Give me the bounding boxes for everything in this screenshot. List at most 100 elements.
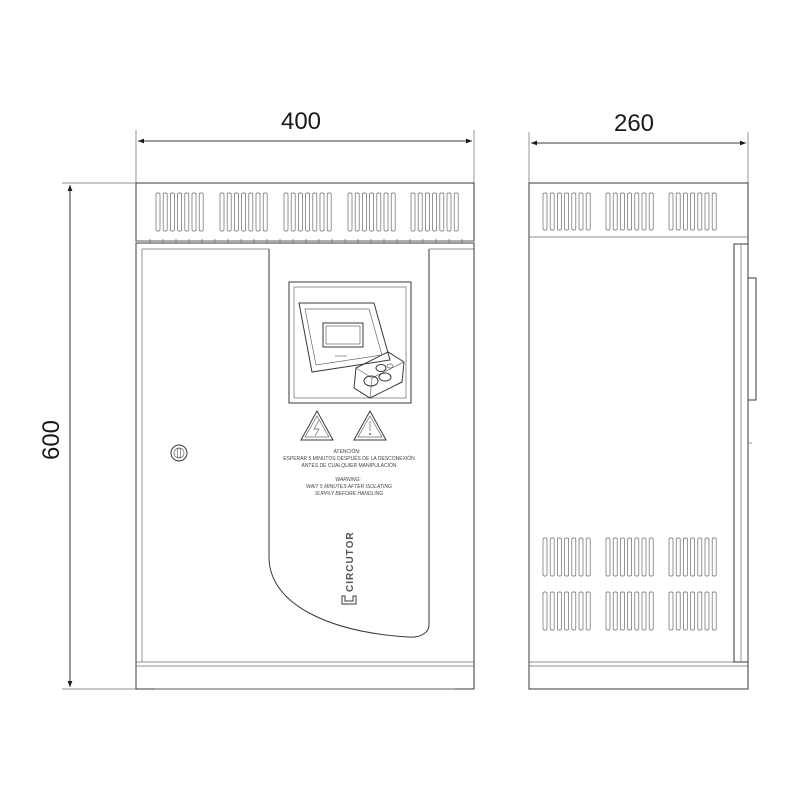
vent-slot bbox=[155, 192, 161, 232]
side-vents bbox=[542, 192, 717, 631]
vent-slot bbox=[627, 192, 632, 231]
dimension-depth: 260 bbox=[528, 110, 749, 183]
vent-slot bbox=[668, 537, 674, 577]
vent-slot bbox=[234, 192, 239, 232]
vent-slot bbox=[542, 591, 548, 631]
vent-slot bbox=[571, 192, 577, 231]
vent-slot bbox=[383, 192, 389, 232]
warning-notice: ATENCIÓN: ESPERAR 5 MINUTOS DESPUÉS DE L… bbox=[283, 448, 415, 497]
vent-slot bbox=[690, 591, 695, 631]
vent-slot bbox=[177, 192, 182, 232]
warning-en-title: WARNING: bbox=[335, 477, 361, 483]
vent-slot bbox=[668, 192, 674, 231]
vent-slot bbox=[542, 537, 548, 577]
vent-slot bbox=[564, 537, 569, 577]
vent-slot bbox=[578, 537, 584, 577]
vent-slot bbox=[634, 591, 640, 631]
vent-slot bbox=[634, 192, 640, 231]
front-top-vents bbox=[155, 192, 459, 232]
vent-slot bbox=[446, 192, 452, 232]
vent-slot bbox=[648, 537, 654, 577]
vent-slot bbox=[697, 192, 703, 231]
vent-slot bbox=[683, 537, 688, 577]
vent-slot bbox=[312, 192, 318, 232]
vent-slot bbox=[620, 591, 625, 631]
vent-slot bbox=[675, 192, 681, 231]
vent-slot bbox=[675, 537, 681, 577]
vent-slot bbox=[347, 192, 353, 232]
dimension-width: 400 bbox=[135, 108, 475, 183]
vent-slot bbox=[549, 537, 555, 577]
vent-slot bbox=[627, 537, 632, 577]
vent-slot bbox=[319, 192, 325, 232]
warning-es-title: ATENCIÓN: bbox=[334, 448, 361, 455]
vent-slot bbox=[262, 192, 268, 232]
vent-slot bbox=[564, 192, 569, 231]
vent-slot bbox=[255, 192, 261, 232]
vent-slot bbox=[564, 591, 569, 631]
dimension-width-label: 400 bbox=[281, 108, 321, 135]
vent-slot bbox=[683, 192, 688, 231]
vent-slot bbox=[620, 192, 625, 231]
vent-slot bbox=[711, 192, 717, 231]
vent-slot bbox=[362, 192, 367, 232]
vent-slot bbox=[162, 192, 168, 232]
display-frame bbox=[288, 281, 412, 404]
vent-slot bbox=[668, 591, 674, 631]
vent-slot bbox=[697, 591, 703, 631]
vent-slot bbox=[369, 192, 374, 232]
front-top-ticks bbox=[149, 239, 463, 244]
dimension-height: 600 bbox=[38, 182, 136, 690]
vent-slot bbox=[585, 537, 591, 577]
vent-slot bbox=[605, 537, 611, 577]
front-view: ATENCIÓN: ESPERAR 5 MINUTOS DESPUÉS DE L… bbox=[135, 182, 475, 690]
vent-slot bbox=[648, 591, 654, 631]
vent-slot bbox=[241, 192, 246, 232]
vent-slot bbox=[283, 192, 289, 232]
vent-slot bbox=[641, 537, 647, 577]
vent-slot bbox=[634, 537, 640, 577]
vent-slot bbox=[390, 192, 396, 232]
vent-slot bbox=[641, 591, 647, 631]
vent-slot bbox=[326, 192, 332, 232]
warning-es-line2: ANTES DE CUALQUIER MANIPULACIÓN bbox=[301, 462, 396, 469]
vent-slot bbox=[648, 192, 654, 231]
vent-slot bbox=[612, 537, 618, 577]
vent-slot bbox=[585, 192, 591, 231]
vent-slot bbox=[290, 192, 296, 232]
vent-slot bbox=[697, 537, 703, 577]
vent-slot bbox=[298, 192, 303, 232]
vent-slot bbox=[557, 537, 562, 577]
vent-slot bbox=[226, 192, 232, 232]
vent-slot bbox=[453, 192, 459, 232]
vent-slot bbox=[641, 192, 647, 231]
vent-slot bbox=[605, 192, 611, 231]
vent-slot bbox=[425, 192, 430, 232]
dimension-height-label: 600 bbox=[38, 420, 65, 460]
vent-slot bbox=[578, 192, 584, 231]
caution-icon bbox=[353, 409, 387, 441]
vent-slot bbox=[612, 591, 618, 631]
vent-slot bbox=[605, 591, 611, 631]
vent-slot bbox=[191, 192, 197, 232]
side-view bbox=[528, 182, 757, 690]
vent-slot bbox=[683, 591, 688, 631]
vent-slot bbox=[578, 591, 584, 631]
vent-slot bbox=[410, 192, 416, 232]
vent-slot bbox=[690, 537, 695, 577]
vent-slot bbox=[184, 192, 190, 232]
vent-slot bbox=[248, 192, 254, 232]
vent-slot bbox=[354, 192, 360, 232]
lock-icon bbox=[170, 444, 188, 462]
warning-en-line2: SUPPLY BEFORE HANDLING bbox=[315, 491, 383, 497]
vent-slot bbox=[620, 537, 625, 577]
warning-es-line1: ESPERAR 5 MINUTOS DESPUÉS DE LA DESCONEX… bbox=[283, 455, 415, 462]
vent-slot bbox=[376, 192, 382, 232]
vent-slot bbox=[704, 537, 710, 577]
vent-slot bbox=[305, 192, 310, 232]
vent-slot bbox=[432, 192, 437, 232]
side-hinge bbox=[747, 277, 757, 401]
vent-slot bbox=[704, 591, 710, 631]
front-panel-overlay bbox=[268, 249, 430, 638]
